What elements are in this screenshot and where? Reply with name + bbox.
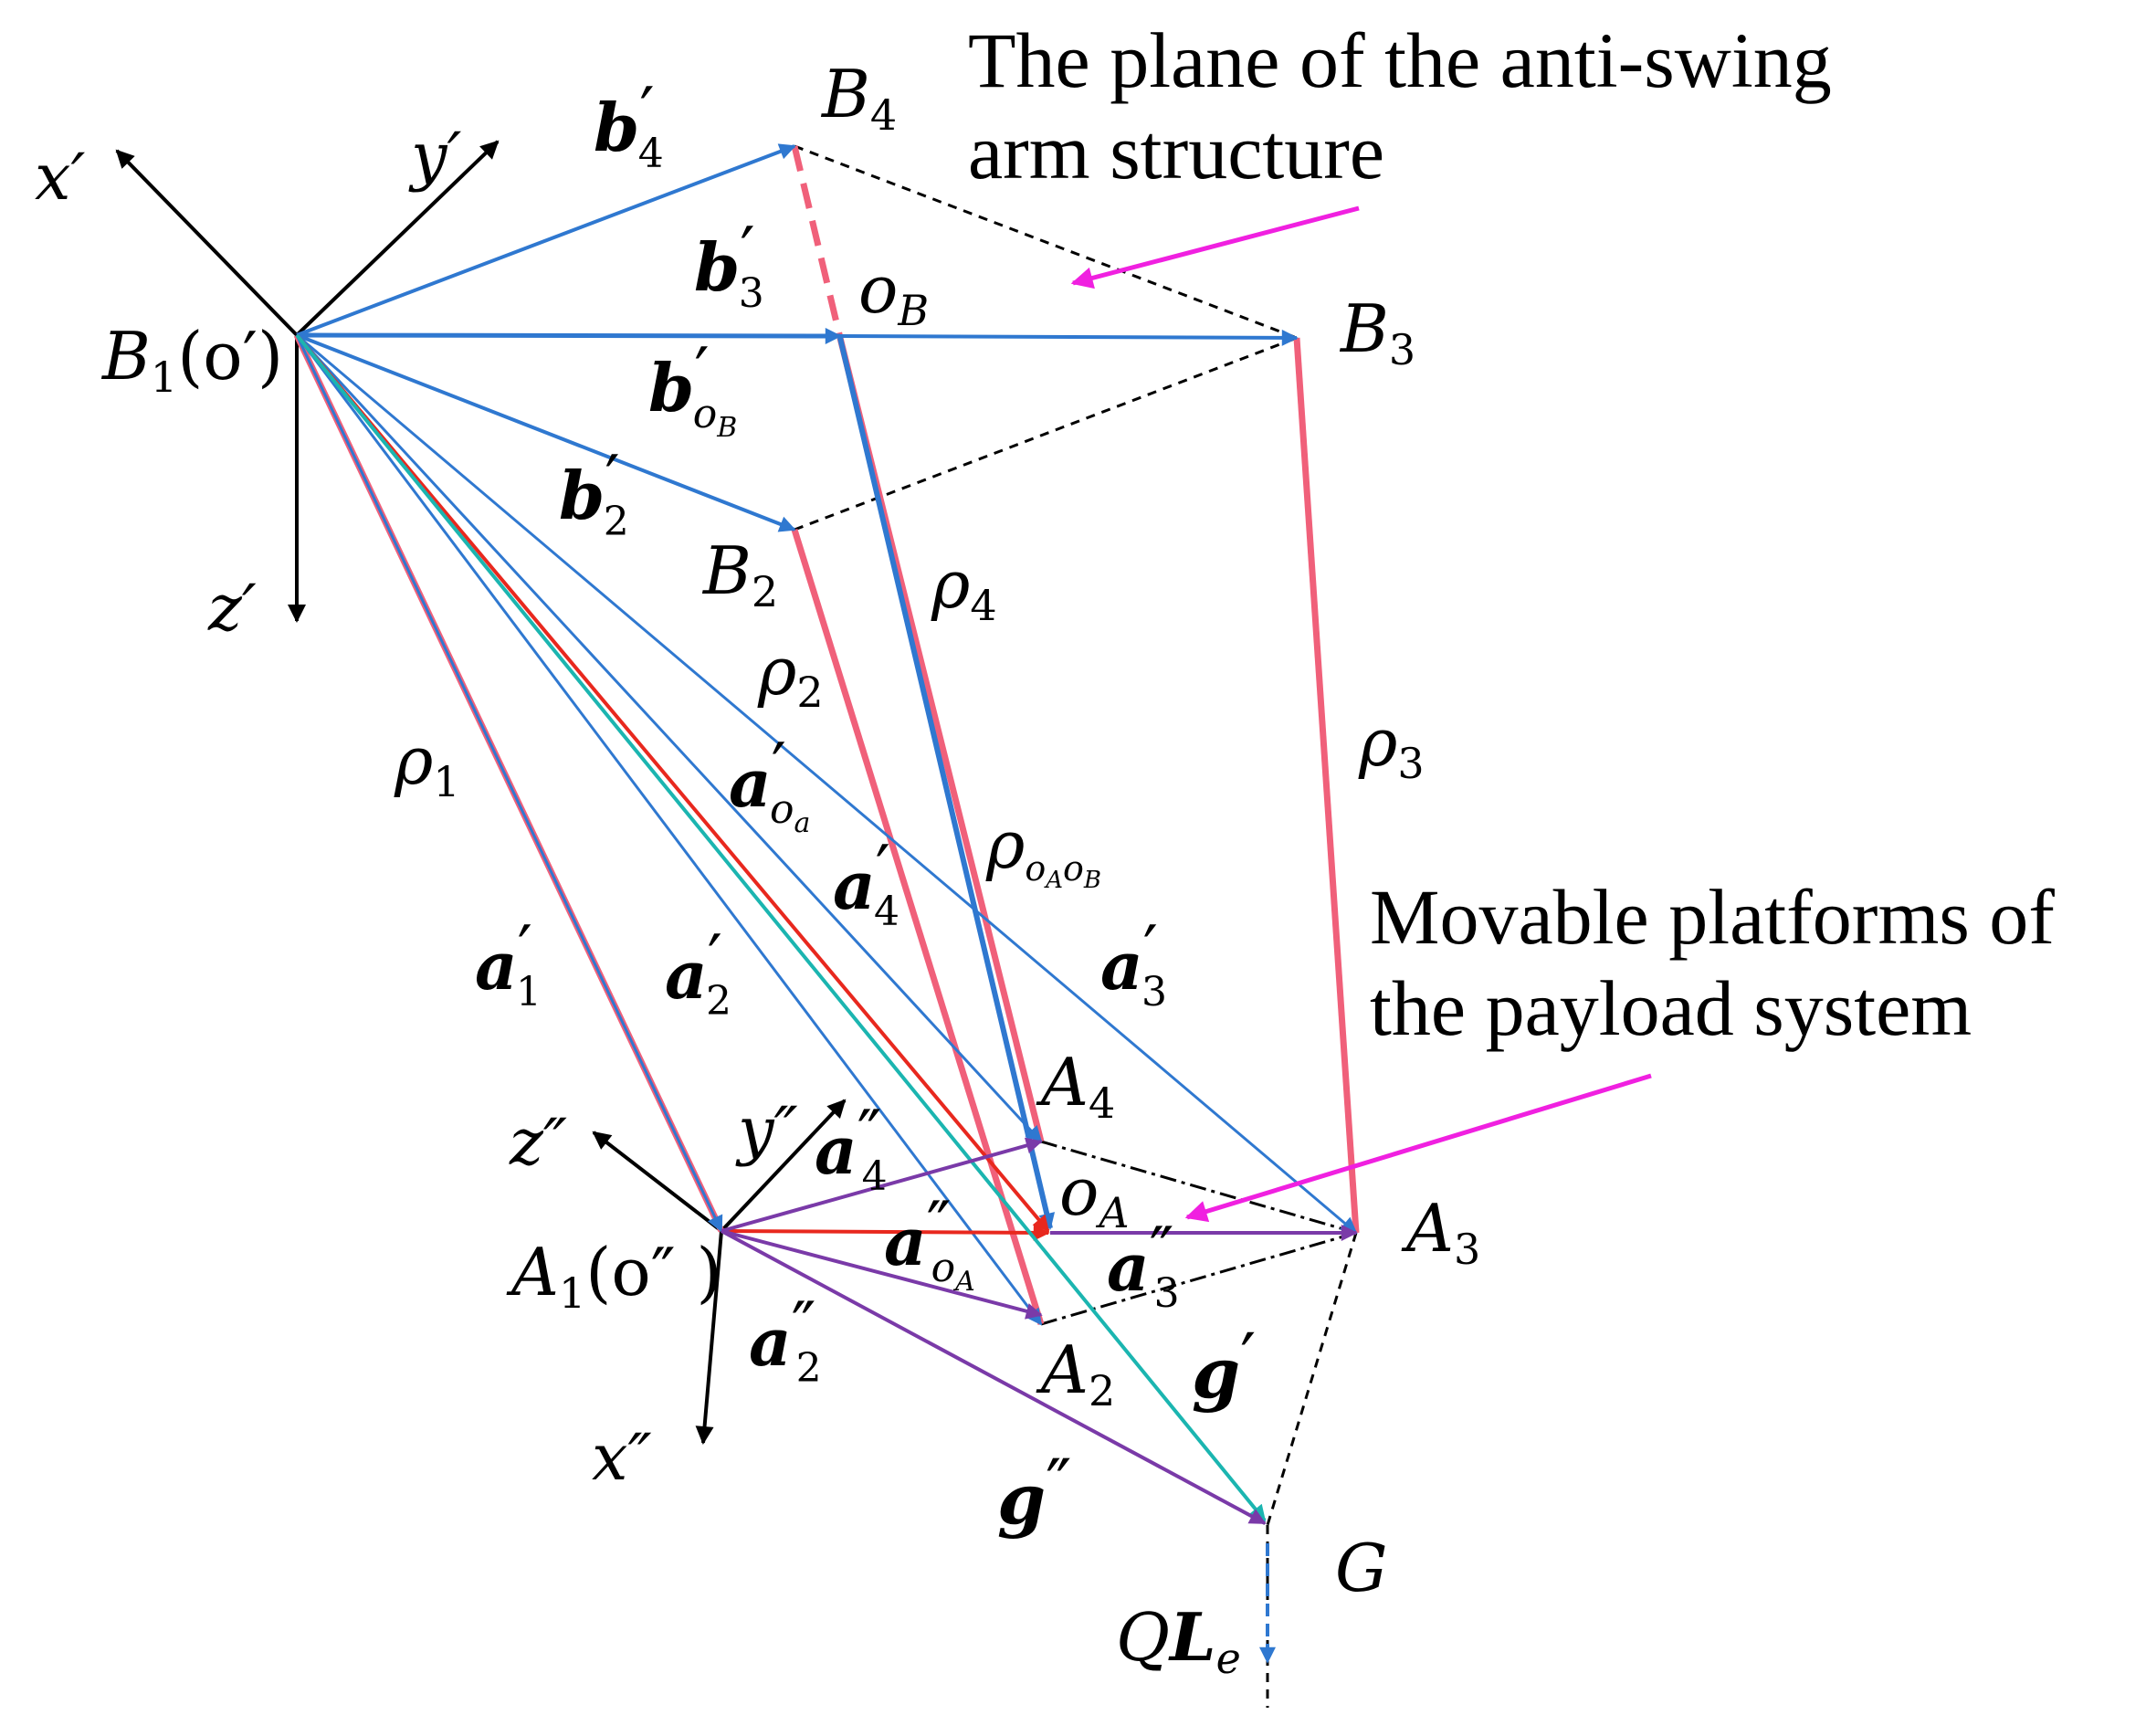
vector-a2-prime: [295, 334, 1043, 1326]
label-B4: B4: [820, 56, 897, 140]
label-b-oB-prime: b′oB: [648, 333, 737, 444]
z-double-prime-axis: [592, 1131, 723, 1233]
frame-a1-axes: [592, 1099, 847, 1445]
vector-g-prime: [295, 333, 1267, 1522]
label-A2: A2: [1036, 1331, 1115, 1415]
vector-b-oB-ext: [839, 329, 1299, 346]
label-rho1: ρ1: [394, 722, 460, 806]
caption-movable-line2: the payload system: [1370, 964, 1972, 1052]
arrow-to-lower-plane: [1184, 1073, 1652, 1223]
label-A4: A4: [1036, 1044, 1115, 1128]
label-z-prime: z′: [207, 571, 257, 646]
y-prime-axis: [295, 140, 500, 337]
label-B2: B2: [701, 532, 778, 616]
label-load-QLe: QLe: [1116, 1598, 1241, 1683]
vector-a1-prime: [295, 334, 723, 1233]
vector-a4-double: [721, 1137, 1043, 1233]
vector-b3: [296, 327, 842, 344]
label-y-prime: y′: [408, 119, 462, 194]
label-b3-prime: b′3: [694, 213, 764, 317]
vector-b2: [296, 333, 796, 532]
label-a-oa-prime: a′oa: [729, 729, 810, 839]
a-double-vectors: [721, 1137, 1358, 1525]
caption-movable-line1: Movable platforms of: [1370, 873, 2055, 961]
x-double-prime-axis: [695, 1230, 723, 1445]
label-oB: oB: [858, 251, 929, 335]
label-rho3: ρ3: [1358, 704, 1425, 788]
vector-b4: [296, 143, 796, 337]
label-x-prime: x′: [35, 140, 85, 215]
b-vectors: [295, 143, 1358, 1664]
label-z-double-prime: z″: [509, 1105, 567, 1180]
label-b4-prime: b′4: [594, 73, 664, 177]
arrow-to-upper-plane: [1070, 205, 1360, 289]
label-a4-double-prime: a″4: [815, 1096, 888, 1200]
label-A1: A1(o″ ): [506, 1234, 722, 1318]
label-g-prime: g′: [1192, 1318, 1256, 1414]
label-a-oA-double-prime: a″oA: [884, 1187, 975, 1298]
label-G: G: [1335, 1530, 1388, 1606]
label-rho-oAoB: ρoAoB: [985, 806, 1101, 894]
label-a4-prime: a′4: [833, 831, 899, 935]
label-a3-prime: a′3: [1100, 911, 1167, 1015]
label-rho4: ρ4: [931, 546, 997, 630]
vector-a2-double: [721, 1229, 1043, 1320]
cable-rho4-upper: [791, 145, 844, 339]
label-x-double-prime: x″: [592, 1420, 652, 1495]
frame-b1-axes: [115, 140, 500, 623]
label-a2-prime: a′2: [665, 921, 731, 1025]
y-double-prime-axis: [720, 1099, 847, 1233]
vector-a4-prime: [295, 333, 1043, 1143]
vector-rho-oAoB: [837, 337, 1056, 1230]
label-g-double-prime: g″: [997, 1444, 1072, 1540]
label-B1: B1(o′): [100, 318, 283, 402]
vector-g-double: [721, 1229, 1267, 1525]
vector-a-oA-double: [721, 1224, 1050, 1241]
label-A3: A3: [1401, 1190, 1480, 1274]
label-rho2: ρ2: [757, 633, 824, 717]
cable-rho2: [791, 528, 1045, 1326]
x-prime-axis: [115, 149, 299, 337]
vector-a-oa-prime: [295, 333, 1050, 1233]
label-b2-prime: b′2: [559, 441, 629, 545]
label-oA: oA: [1059, 1153, 1130, 1237]
label-y-double-prime: y″: [735, 1093, 798, 1168]
vector-a3-prime: [296, 333, 1358, 1235]
cable-rho3: [1293, 337, 1360, 1234]
label-a1-prime: a′1: [475, 911, 542, 1015]
caption-anti-swing-line1: The plane of the anti-swing: [968, 16, 1832, 104]
label-B3: B3: [1339, 290, 1415, 374]
caption-anti-swing-line2: arm structure: [968, 108, 1384, 195]
label-a2-double-prime: a″2: [749, 1288, 822, 1392]
label-a3-double-prime: a″3: [1107, 1213, 1180, 1317]
